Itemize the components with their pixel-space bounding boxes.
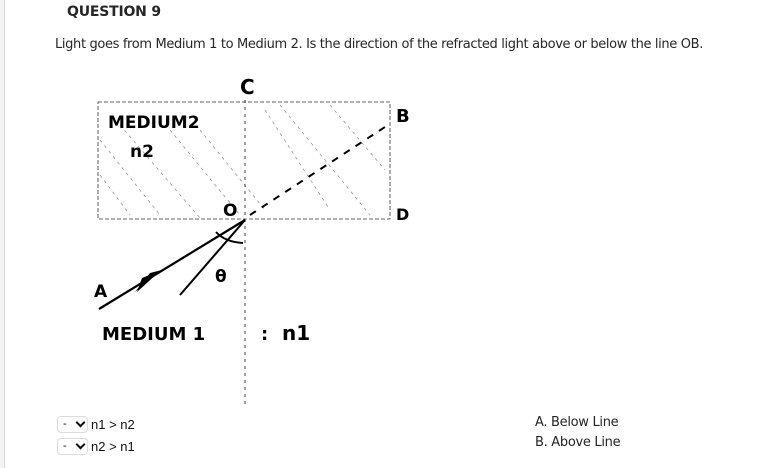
question-title: QUESTION 9 <box>67 4 161 20</box>
answer-select-1[interactable]: - <box>57 415 88 433</box>
medium2-box <box>97 101 391 220</box>
label-n2: n2 <box>130 142 154 162</box>
answer-select-2[interactable]: - <box>57 437 88 455</box>
label-d: D <box>396 205 409 224</box>
left-rail <box>0 0 5 468</box>
label-a: A <box>94 282 108 302</box>
label-b: B <box>396 106 410 127</box>
refraction-diagram: C MEDIUM2 n2 O B D A θ MEDIUM 1 : n1 <box>94 75 410 405</box>
line-ob <box>249 126 386 216</box>
arrowhead-body <box>135 270 162 292</box>
question-text: Light goes from Medium 1 to Medium 2. Is… <box>55 37 703 52</box>
label-o: O <box>223 201 237 221</box>
prompt-label: n1 > n2 <box>91 416 135 432</box>
label-n1: n1 <box>282 321 310 345</box>
label-colon: : <box>261 324 268 345</box>
select-value: - <box>63 418 67 430</box>
label-medium1: MEDIUM 1 <box>102 324 205 345</box>
chevron-down-icon <box>75 417 86 427</box>
select-value: - <box>63 440 67 452</box>
prompt-label: n2 > n1 <box>91 438 135 454</box>
label-c: C <box>240 75 255 99</box>
incident-ray-path <box>98 219 246 310</box>
incident-ray <box>179 219 246 296</box>
answer-option-a: A. Below Line <box>535 415 619 430</box>
match-row-2: - n2 > n1 <box>57 436 135 456</box>
label-medium2: MEDIUM2 <box>108 113 200 133</box>
angle-arc <box>215 231 244 244</box>
match-row-1: - n1 > n2 <box>57 414 135 434</box>
answer-option-b: B. Above Line <box>535 435 621 450</box>
label-theta: θ <box>215 267 227 287</box>
hatching <box>99 104 386 219</box>
chevron-down-icon <box>75 439 86 449</box>
